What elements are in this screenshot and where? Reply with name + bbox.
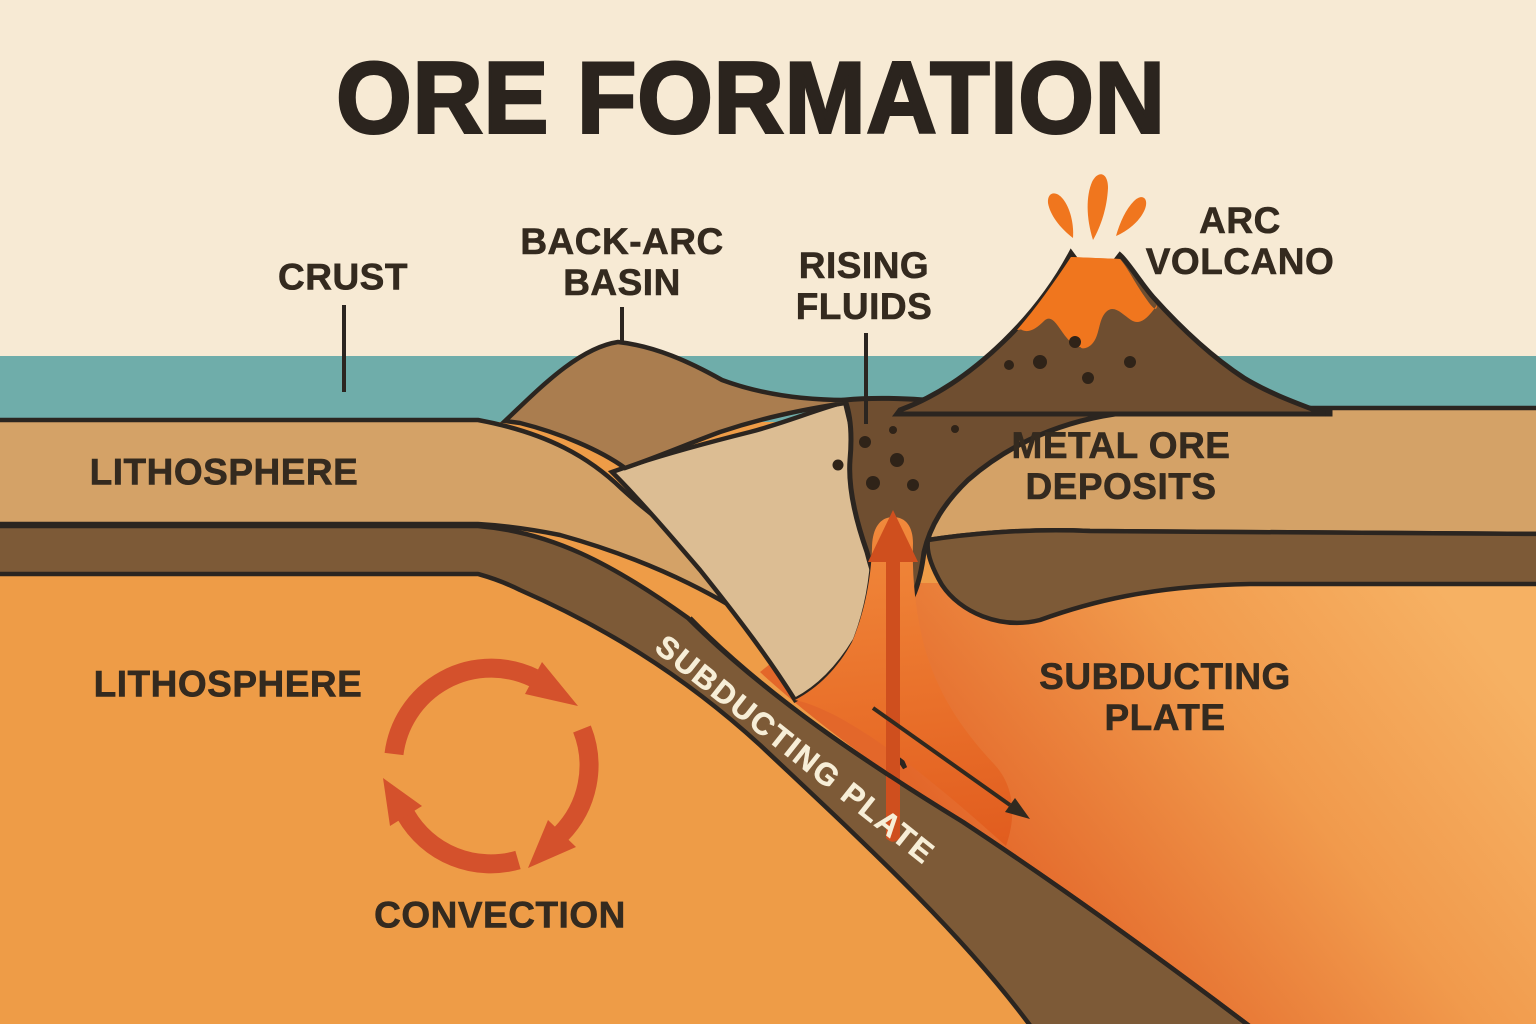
label-back-arc-line1: BACK-ARC (520, 221, 724, 263)
label-rising-fluids-line2: FLUIDS (795, 286, 933, 328)
label-rising-fluids: RISING FLUIDS (795, 245, 933, 328)
label-subducting-plate-right-line2: PLATE (1104, 697, 1226, 739)
label-arc-volcano-line1: ARC (1199, 200, 1281, 242)
label-subducting-plate-right-line1: SUBDUCTING (1039, 656, 1291, 698)
label-back-arc-line2: BASIN (563, 262, 681, 304)
volcano-icon (892, 248, 1326, 417)
label-arc-volcano-line2: VOLCANO (1145, 241, 1335, 283)
lava-eruption-icon (1047, 174, 1147, 240)
label-lithosphere-upper: LITHOSPHERE (89, 451, 359, 493)
label-metal-ore-line2: DEPOSITS (1025, 466, 1217, 508)
up-arrow-icon (868, 510, 918, 842)
lava-flow (1019, 257, 1145, 348)
page-title: ORE FORMATION (335, 41, 1166, 156)
left-plate-tan-lithosphere (0, 417, 908, 770)
label-lithosphere-lower: LITHOSPHERE (93, 663, 363, 705)
label-subducting-plate-right: SUBDUCTING PLATE (1039, 656, 1291, 739)
subduction-direction-arrow-icon (871, 706, 1030, 819)
convection-arrowheads (383, 662, 578, 868)
convection-cycle-arrows-icon (384, 658, 599, 874)
right-plate-brown-band (925, 528, 1536, 626)
pointer-lines (342, 305, 868, 424)
label-rising-fluids-line1: RISING (798, 245, 930, 287)
slab-top-outline (688, 616, 1251, 1024)
label-arc-volcano: ARC VOLCANO (1145, 200, 1335, 283)
volcano-ore-dots-icon (1004, 336, 1136, 384)
label-crust: CRUST (278, 256, 408, 298)
ore-dots-icon (832, 425, 959, 491)
rising-fluids-plume-icon (795, 517, 1013, 846)
label-back-arc-basin: BACK-ARC BASIN (520, 221, 724, 304)
label-convection: CONVECTION (374, 894, 626, 936)
label-metal-ore-line1: METAL ORE (1011, 425, 1231, 467)
label-metal-ore-deposits: METAL ORE DEPOSITS (1011, 425, 1231, 508)
mantle-wedge-gradient (760, 583, 1536, 1024)
